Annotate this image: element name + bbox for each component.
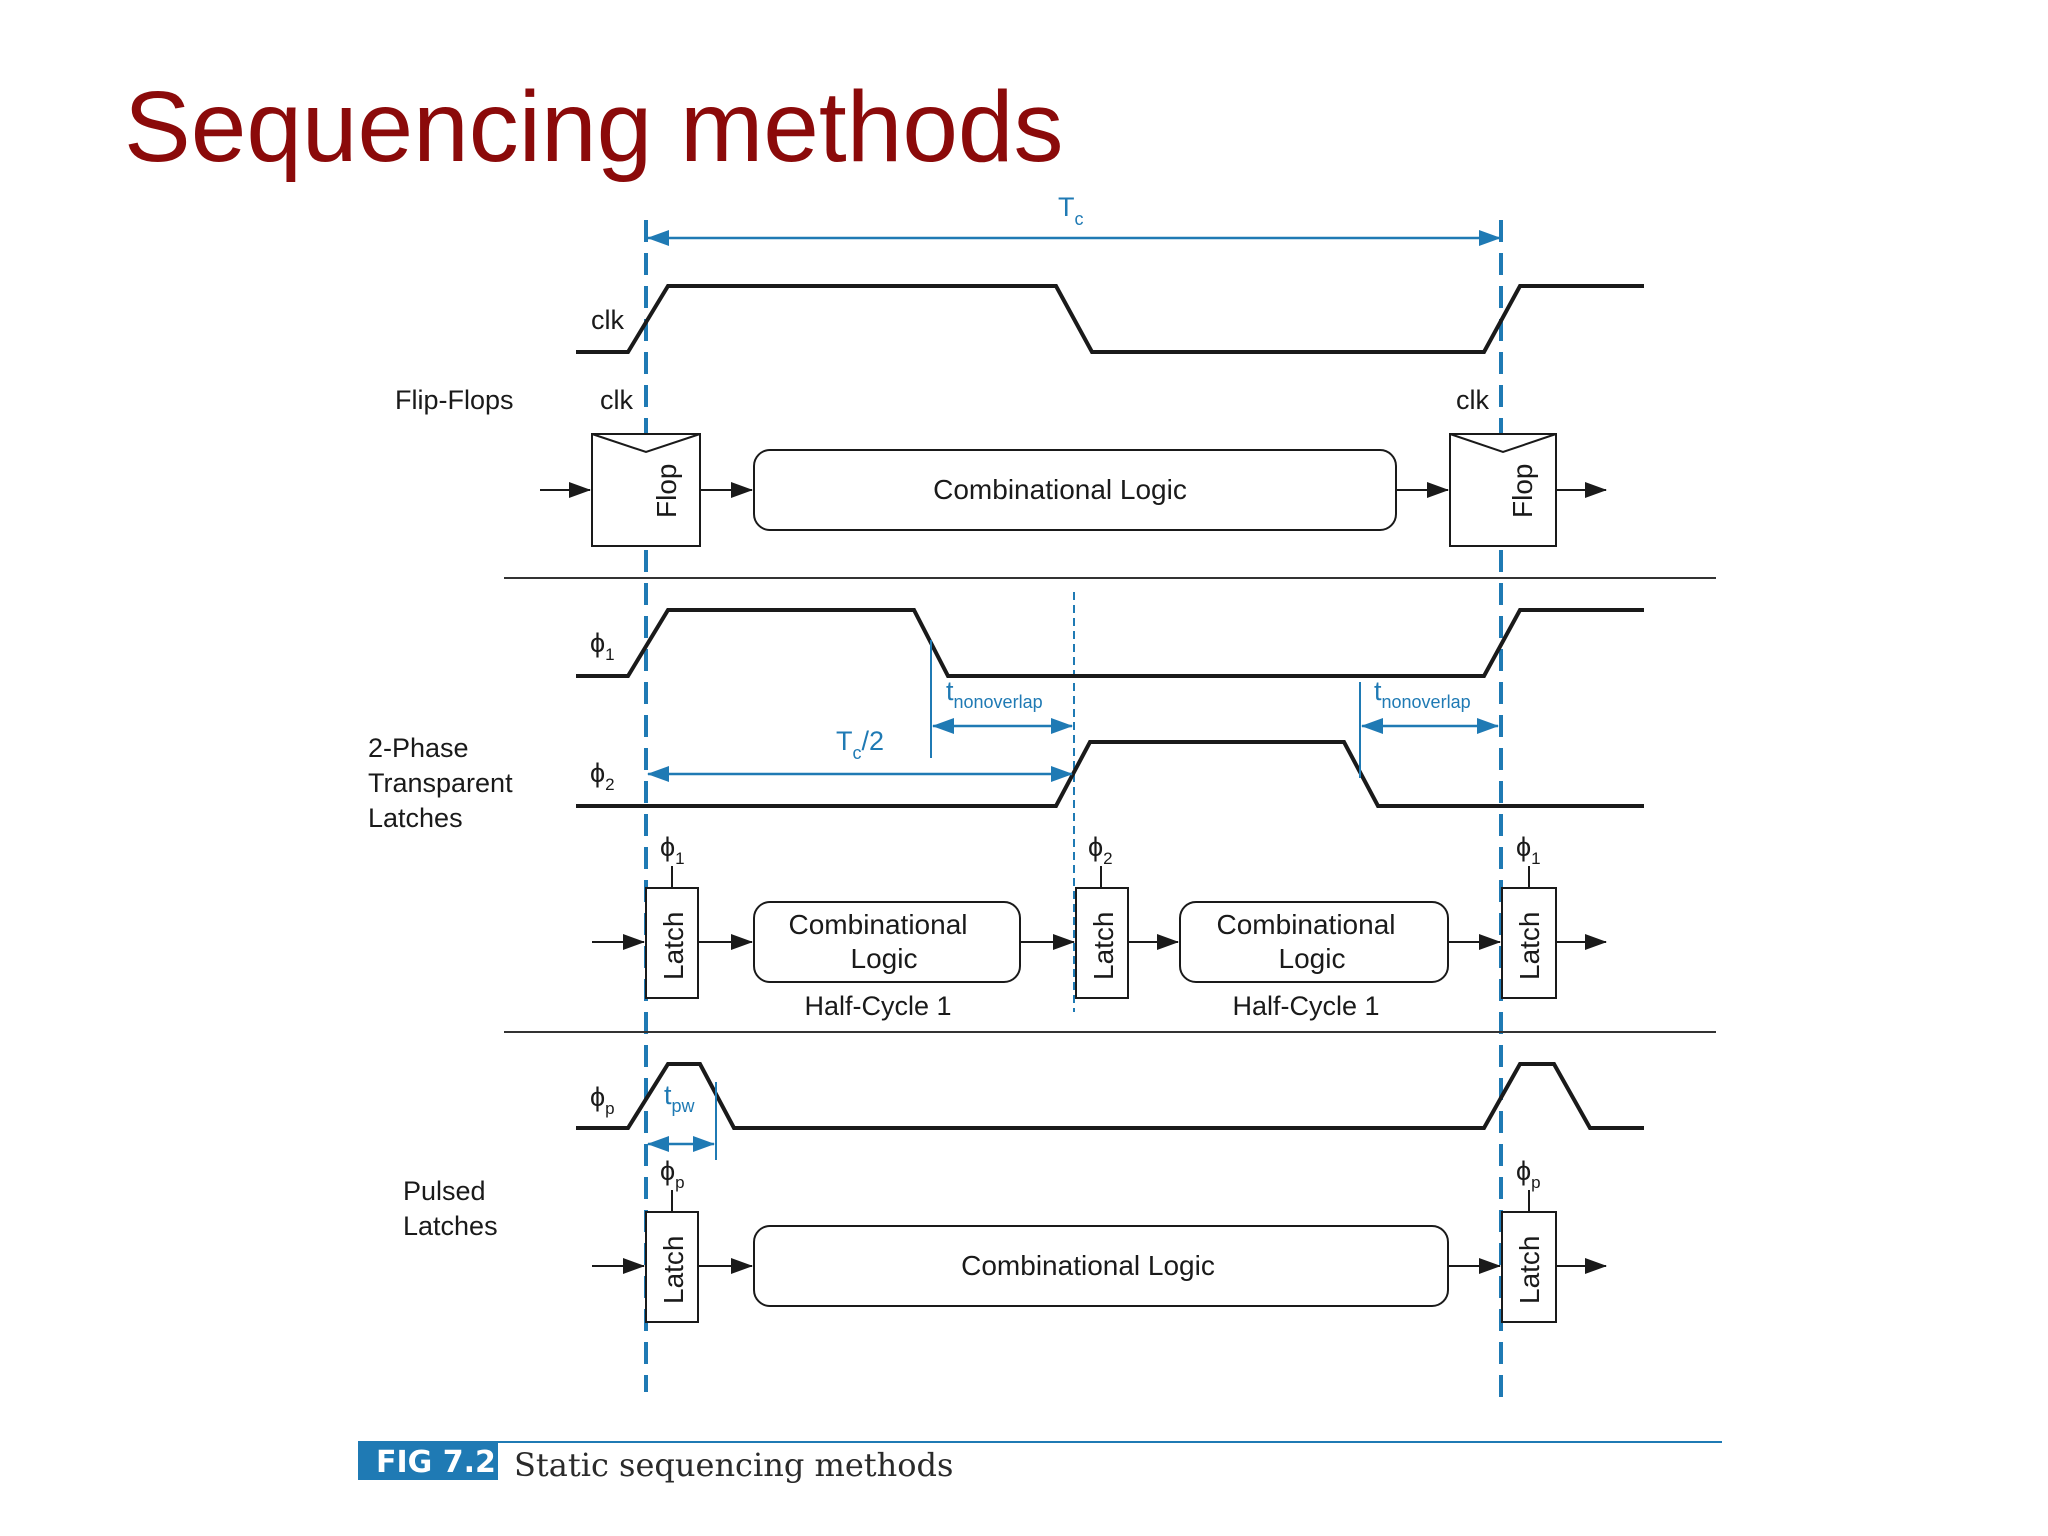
pulsed-label-line2: Latches bbox=[403, 1211, 498, 1241]
latch2-box bbox=[1075, 887, 1129, 999]
comb-logic-pulsed-label: Combinational Logic bbox=[961, 1250, 1215, 1281]
latch1-box bbox=[645, 887, 699, 999]
flop-right-clk-label: clk bbox=[1456, 385, 1489, 415]
latch2-label: Latch bbox=[1088, 912, 1119, 981]
comb-logic-half1-line2: Logic bbox=[851, 943, 918, 974]
flop-right: Flop bbox=[1449, 433, 1557, 547]
latch1-label: Latch bbox=[658, 912, 689, 981]
phip-waveform-label: ϕp bbox=[590, 1082, 615, 1118]
clk-waveform bbox=[576, 284, 1644, 354]
comb-logic-half2-line1: Combinational bbox=[1217, 909, 1396, 940]
nonoverlap1-label: tnonoverlap bbox=[946, 676, 1043, 712]
two-phase-section: 2-Phase Transparent Latches ϕ1 ϕ2 tnonov… bbox=[368, 608, 1644, 1021]
fig-number: FIG 7.2 bbox=[376, 1445, 496, 1480]
pulsed-label-line1: Pulsed bbox=[403, 1176, 486, 1206]
pulse-width-label: tpw bbox=[664, 1080, 696, 1116]
latch2-clk-label: ϕ2 bbox=[1088, 832, 1113, 868]
latch3-clk-label: ϕ1 bbox=[1516, 832, 1541, 868]
flop-right-label: Flop bbox=[1507, 464, 1538, 518]
comb-logic-half2-line2: Logic bbox=[1279, 943, 1346, 974]
pulsed-latch2-label: Latch bbox=[1514, 1236, 1545, 1305]
pulsed-latch2-clk-label: ϕp bbox=[1516, 1156, 1541, 1192]
flop-left: Flop bbox=[591, 433, 701, 547]
latch3-label: Latch bbox=[1514, 912, 1545, 981]
phi1-waveform-label: ϕ1 bbox=[590, 628, 615, 664]
fig-number-badge bbox=[358, 1442, 498, 1480]
pulsed-latch1-label: Latch bbox=[658, 1236, 689, 1305]
period-annotation: Tc bbox=[647, 192, 1501, 246]
flop-left-clk-label: clk bbox=[600, 385, 633, 415]
flop-left-label: Flop bbox=[651, 464, 682, 518]
phi2-waveform bbox=[576, 740, 1644, 808]
half-cycle-2-label: Half-Cycle 1 bbox=[1232, 991, 1379, 1021]
comb-logic-ff-label: Combinational Logic bbox=[933, 474, 1187, 505]
caption-text: Static sequencing methods bbox=[514, 1446, 953, 1484]
latch1-clk-label: ϕ1 bbox=[660, 832, 685, 868]
clk-waveform-label: clk bbox=[591, 305, 624, 335]
figure-caption: FIG 7.2 Static sequencing methods bbox=[358, 1441, 1722, 1484]
comb-logic-half1-line1: Combinational bbox=[789, 909, 968, 940]
flip-flops-label: Flip-Flops bbox=[395, 385, 514, 415]
two-phase-label-line3: Latches bbox=[368, 803, 463, 833]
half-period-label: Tc/2 bbox=[836, 726, 884, 763]
two-phase-label-line1: 2-Phase bbox=[368, 733, 469, 763]
nonoverlap2-label: tnonoverlap bbox=[1374, 676, 1471, 712]
pulsed-latch1-clk-label: ϕp bbox=[660, 1156, 685, 1192]
period-label: Tc bbox=[1058, 192, 1084, 229]
two-phase-label-line2: Transparent bbox=[368, 768, 513, 798]
pulsed-latch2-box bbox=[1501, 1211, 1557, 1323]
pulsed-latch1-box bbox=[645, 1211, 699, 1323]
phi1-waveform bbox=[576, 608, 1644, 678]
phi2-waveform-label: ϕ2 bbox=[590, 758, 615, 794]
pulsed-section: Pulsed Latches ϕp tpw ϕp ϕp Latch bbox=[403, 1062, 1644, 1323]
flip-flops-section: Flip-Flops clk clk clk Flop Combinationa… bbox=[395, 284, 1644, 547]
phip-waveform bbox=[576, 1062, 1644, 1130]
slide-title: Sequencing methods bbox=[124, 71, 1064, 183]
latch3-box bbox=[1501, 887, 1557, 999]
half-cycle-1-label: Half-Cycle 1 bbox=[804, 991, 951, 1021]
